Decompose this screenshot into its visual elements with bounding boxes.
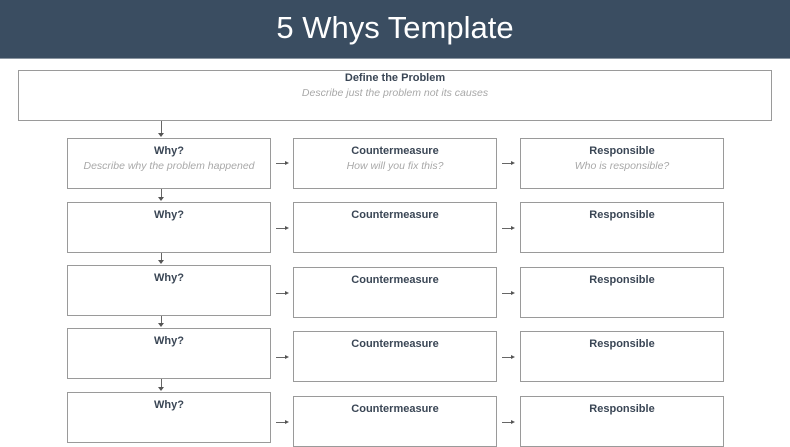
countermeasure-box-1[interactable]: Countermeasure How will you fix this? — [293, 138, 497, 189]
responsible-label: Responsible — [589, 274, 655, 286]
why-label: Why? — [154, 209, 184, 221]
why-box-2[interactable]: Why? — [67, 202, 271, 253]
responsible-label: Responsible — [589, 145, 655, 157]
arrow-down-icon — [158, 323, 164, 327]
responsible-box-2[interactable]: Responsible — [520, 202, 724, 253]
responsible-label: Responsible — [589, 338, 655, 350]
connector-line — [276, 422, 286, 423]
why-label: Why? — [154, 272, 184, 284]
connector-line — [502, 163, 512, 164]
connector-line — [161, 189, 162, 198]
problem-hint: Describe just the problem not its causes — [301, 87, 489, 99]
arrow-right-icon — [511, 355, 515, 359]
problem-label: Define the Problem — [344, 72, 446, 84]
connector-line — [161, 379, 162, 388]
responsible-label: Responsible — [589, 209, 655, 221]
arrow-right-icon — [285, 291, 289, 295]
responsible-label: Responsible — [589, 403, 655, 415]
countermeasure-hint: How will you fix this? — [346, 160, 444, 172]
connector-line — [502, 228, 512, 229]
connector-line — [502, 293, 512, 294]
define-problem-box[interactable]: Define the Problem Describe just the pro… — [18, 70, 772, 121]
why-hint: Describe why the problem happened — [83, 160, 255, 172]
connector-line — [161, 316, 162, 324]
connector-line — [161, 253, 162, 261]
connector-line — [276, 228, 286, 229]
countermeasure-box-5[interactable]: Countermeasure — [293, 396, 497, 447]
arrow-down-icon — [158, 260, 164, 264]
why-label: Why? — [154, 145, 184, 157]
countermeasure-label: Countermeasure — [351, 403, 439, 415]
connector-line — [276, 163, 286, 164]
arrow-right-icon — [511, 226, 515, 230]
arrow-right-icon — [285, 226, 289, 230]
arrow-right-icon — [511, 420, 515, 424]
countermeasure-label: Countermeasure — [351, 338, 439, 350]
connector-line — [276, 357, 286, 358]
title-banner: 5 Whys Template — [0, 0, 790, 59]
responsible-hint: Who is responsible? — [574, 160, 670, 172]
countermeasure-box-3[interactable]: Countermeasure — [293, 267, 497, 318]
arrow-down-icon — [158, 133, 164, 137]
arrow-right-icon — [285, 161, 289, 165]
countermeasure-label: Countermeasure — [351, 209, 439, 221]
connector-line — [502, 357, 512, 358]
connector-line — [502, 422, 512, 423]
arrow-right-icon — [511, 161, 515, 165]
arrow-right-icon — [285, 355, 289, 359]
responsible-box-3[interactable]: Responsible — [520, 267, 724, 318]
why-box-3[interactable]: Why? — [67, 265, 271, 316]
countermeasure-box-2[interactable]: Countermeasure — [293, 202, 497, 253]
arrow-down-icon — [158, 197, 164, 201]
responsible-box-1[interactable]: Responsible Who is responsible? — [520, 138, 724, 189]
why-label: Why? — [154, 399, 184, 411]
responsible-box-4[interactable]: Responsible — [520, 331, 724, 382]
countermeasure-label: Countermeasure — [351, 145, 439, 157]
arrow-right-icon — [285, 420, 289, 424]
responsible-box-5[interactable]: Responsible — [520, 396, 724, 447]
arrow-right-icon — [511, 291, 515, 295]
page-title: 5 Whys Template — [276, 10, 514, 45]
countermeasure-label: Countermeasure — [351, 274, 439, 286]
why-box-1[interactable]: Why? Describe why the problem happened — [67, 138, 271, 189]
countermeasure-box-4[interactable]: Countermeasure — [293, 331, 497, 382]
why-label: Why? — [154, 335, 184, 347]
arrow-down-icon — [158, 387, 164, 391]
connector-line — [276, 293, 286, 294]
why-box-4[interactable]: Why? — [67, 328, 271, 379]
why-box-5[interactable]: Why? — [67, 392, 271, 443]
connector-line — [161, 121, 162, 134]
